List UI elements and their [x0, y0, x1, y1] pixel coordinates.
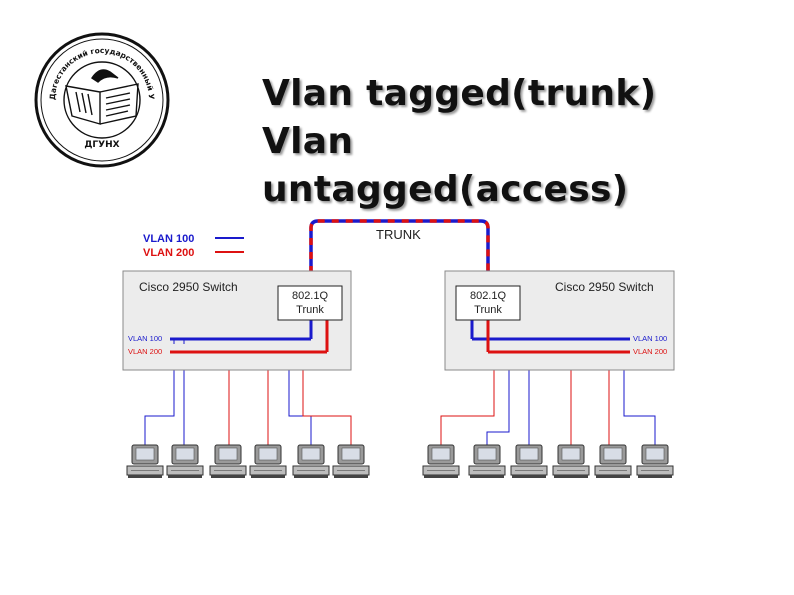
switch-right-vlan200-label: VLAN 200	[633, 347, 667, 356]
computer-icon	[594, 444, 632, 479]
switch-right-port-label-2: Trunk	[474, 304, 502, 316]
legend: VLAN 100 VLAN 200	[143, 233, 244, 259]
switch-right-trunk-port	[455, 285, 521, 321]
computer-icon	[510, 444, 548, 479]
computer-icon	[636, 444, 674, 479]
switch-right: Cisco 2950 Switch VLAN 100 VLAN 200 802.…	[444, 270, 675, 371]
computer-icon	[209, 444, 247, 479]
switch-left-port-label-2: Trunk	[296, 304, 324, 316]
computer-icon	[166, 444, 204, 479]
computer-icon	[552, 444, 590, 479]
switch-right-vlan100-label: VLAN 100	[633, 334, 667, 343]
switch-left-trunk-port	[277, 285, 343, 321]
open-book-icon	[65, 69, 139, 125]
switch-right-port-label-1: 802.1Q	[470, 290, 507, 302]
trunk-link: TRUNK	[309, 219, 490, 287]
slide-title-line-2: Vlan	[262, 121, 354, 162]
university-logo: Дагестанский государственный Университет…	[0, 0, 170, 168]
computers	[126, 444, 674, 479]
switch-left-name: Cisco 2950 Switch	[139, 280, 238, 294]
switch-left-vlan100-label: VLAN 100	[128, 334, 162, 343]
computer-icon	[422, 444, 460, 479]
legend-vlan200-label: VLAN 200	[143, 247, 194, 259]
slide-title-line-1: Vlan tagged(trunk)	[262, 73, 657, 114]
slide-title: Vlan tagged(trunk) Vlan untagged(access)	[262, 70, 656, 214]
computer-icon	[126, 444, 164, 479]
computer-icon	[468, 444, 506, 479]
computer-icon	[332, 444, 370, 479]
slide-title-line-3: untagged(access)	[262, 169, 629, 210]
computer-icon	[292, 444, 330, 479]
switch-left: Cisco 2950 Switch VLAN 100 VLAN 200 802.…	[122, 270, 352, 371]
access-drops	[144, 339, 656, 445]
computer-icon	[249, 444, 287, 479]
trunk-label: TRUNK	[376, 227, 421, 242]
switch-left-vlan200-label: VLAN 200	[128, 347, 162, 356]
legend-vlan100-label: VLAN 100	[143, 233, 194, 245]
switch-left-port-label-1: 802.1Q	[292, 290, 329, 302]
switch-right-name: Cisco 2950 Switch	[555, 280, 654, 294]
logo-abbr: ДГУНХ	[84, 140, 119, 150]
